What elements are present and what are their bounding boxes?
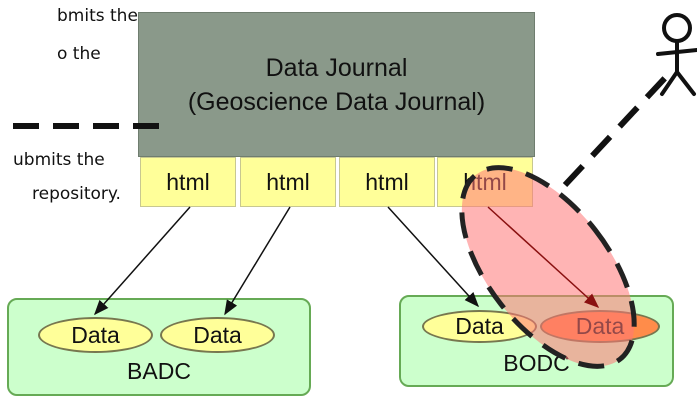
- journal-subtitle: (Geoscience Data Journal): [187, 87, 486, 116]
- badc-dataset-1: Data: [38, 317, 153, 353]
- html-page-2: html: [240, 157, 336, 207]
- html-page-3: html: [339, 157, 435, 207]
- submits-text-bottom-line1: ubmits the: [13, 150, 105, 170]
- highlight-ellipse: [459, 165, 637, 369]
- dashed-connector-figure: [562, 75, 668, 188]
- link-arrow-3: [387, 206, 480, 308]
- link-arrow-2: [224, 206, 291, 316]
- submits-text-top-line2: o the: [57, 44, 101, 64]
- html-page-1: html: [140, 157, 236, 207]
- badc-label: BADC: [127, 358, 191, 384]
- stick-figure-icon: [656, 13, 697, 96]
- link-arrow-1: [94, 206, 191, 316]
- journal-title: Data Journal: [265, 53, 408, 82]
- link-arrow-4: [487, 206, 600, 309]
- badc-dataset-2: Data: [160, 317, 275, 353]
- submits-text-bottom-line2: repository.: [32, 184, 121, 204]
- data-journal-box: Data Journal (Geoscience Data Journal): [138, 12, 535, 157]
- submits-text-top-line1: bmits the: [57, 6, 138, 26]
